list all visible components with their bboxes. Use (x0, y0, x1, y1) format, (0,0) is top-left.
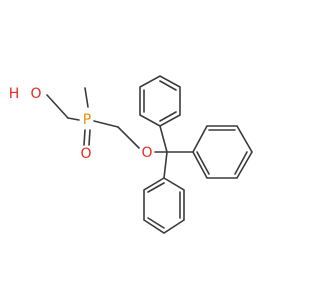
bond-ch2-p (67, 117, 80, 121)
bond-c-phenyl-bottom (163, 151, 168, 179)
bond-p-ch2-right (93, 120, 119, 128)
hydroxyl-h-label: H (9, 86, 20, 102)
bond-c-phenyl-top (159, 125, 168, 153)
oxo-o-label: O (80, 146, 91, 162)
molecule-structure: H O P O O (9, 75, 253, 234)
phosphorus-label: P (83, 112, 91, 128)
bond-ch2-o-ether (117, 126, 140, 149)
structure-canvas: H O P O O (8, 75, 253, 234)
bond-p-o-double-1 (83, 129, 86, 146)
bonds (46, 75, 253, 234)
bond-p-ch3 (84, 87, 89, 108)
ether-o-label: O (141, 145, 152, 161)
bond-ho-ch2 (46, 94, 69, 119)
phenyl-right-ring (192, 125, 253, 179)
phenyl-bottom-ring (143, 177, 185, 234)
atom-labels: H O P O O (9, 86, 153, 162)
bond-p-o-double-2 (88, 129, 91, 146)
hydroxyl-o-label: O (30, 86, 41, 102)
phenyl-top-ring (139, 75, 181, 127)
